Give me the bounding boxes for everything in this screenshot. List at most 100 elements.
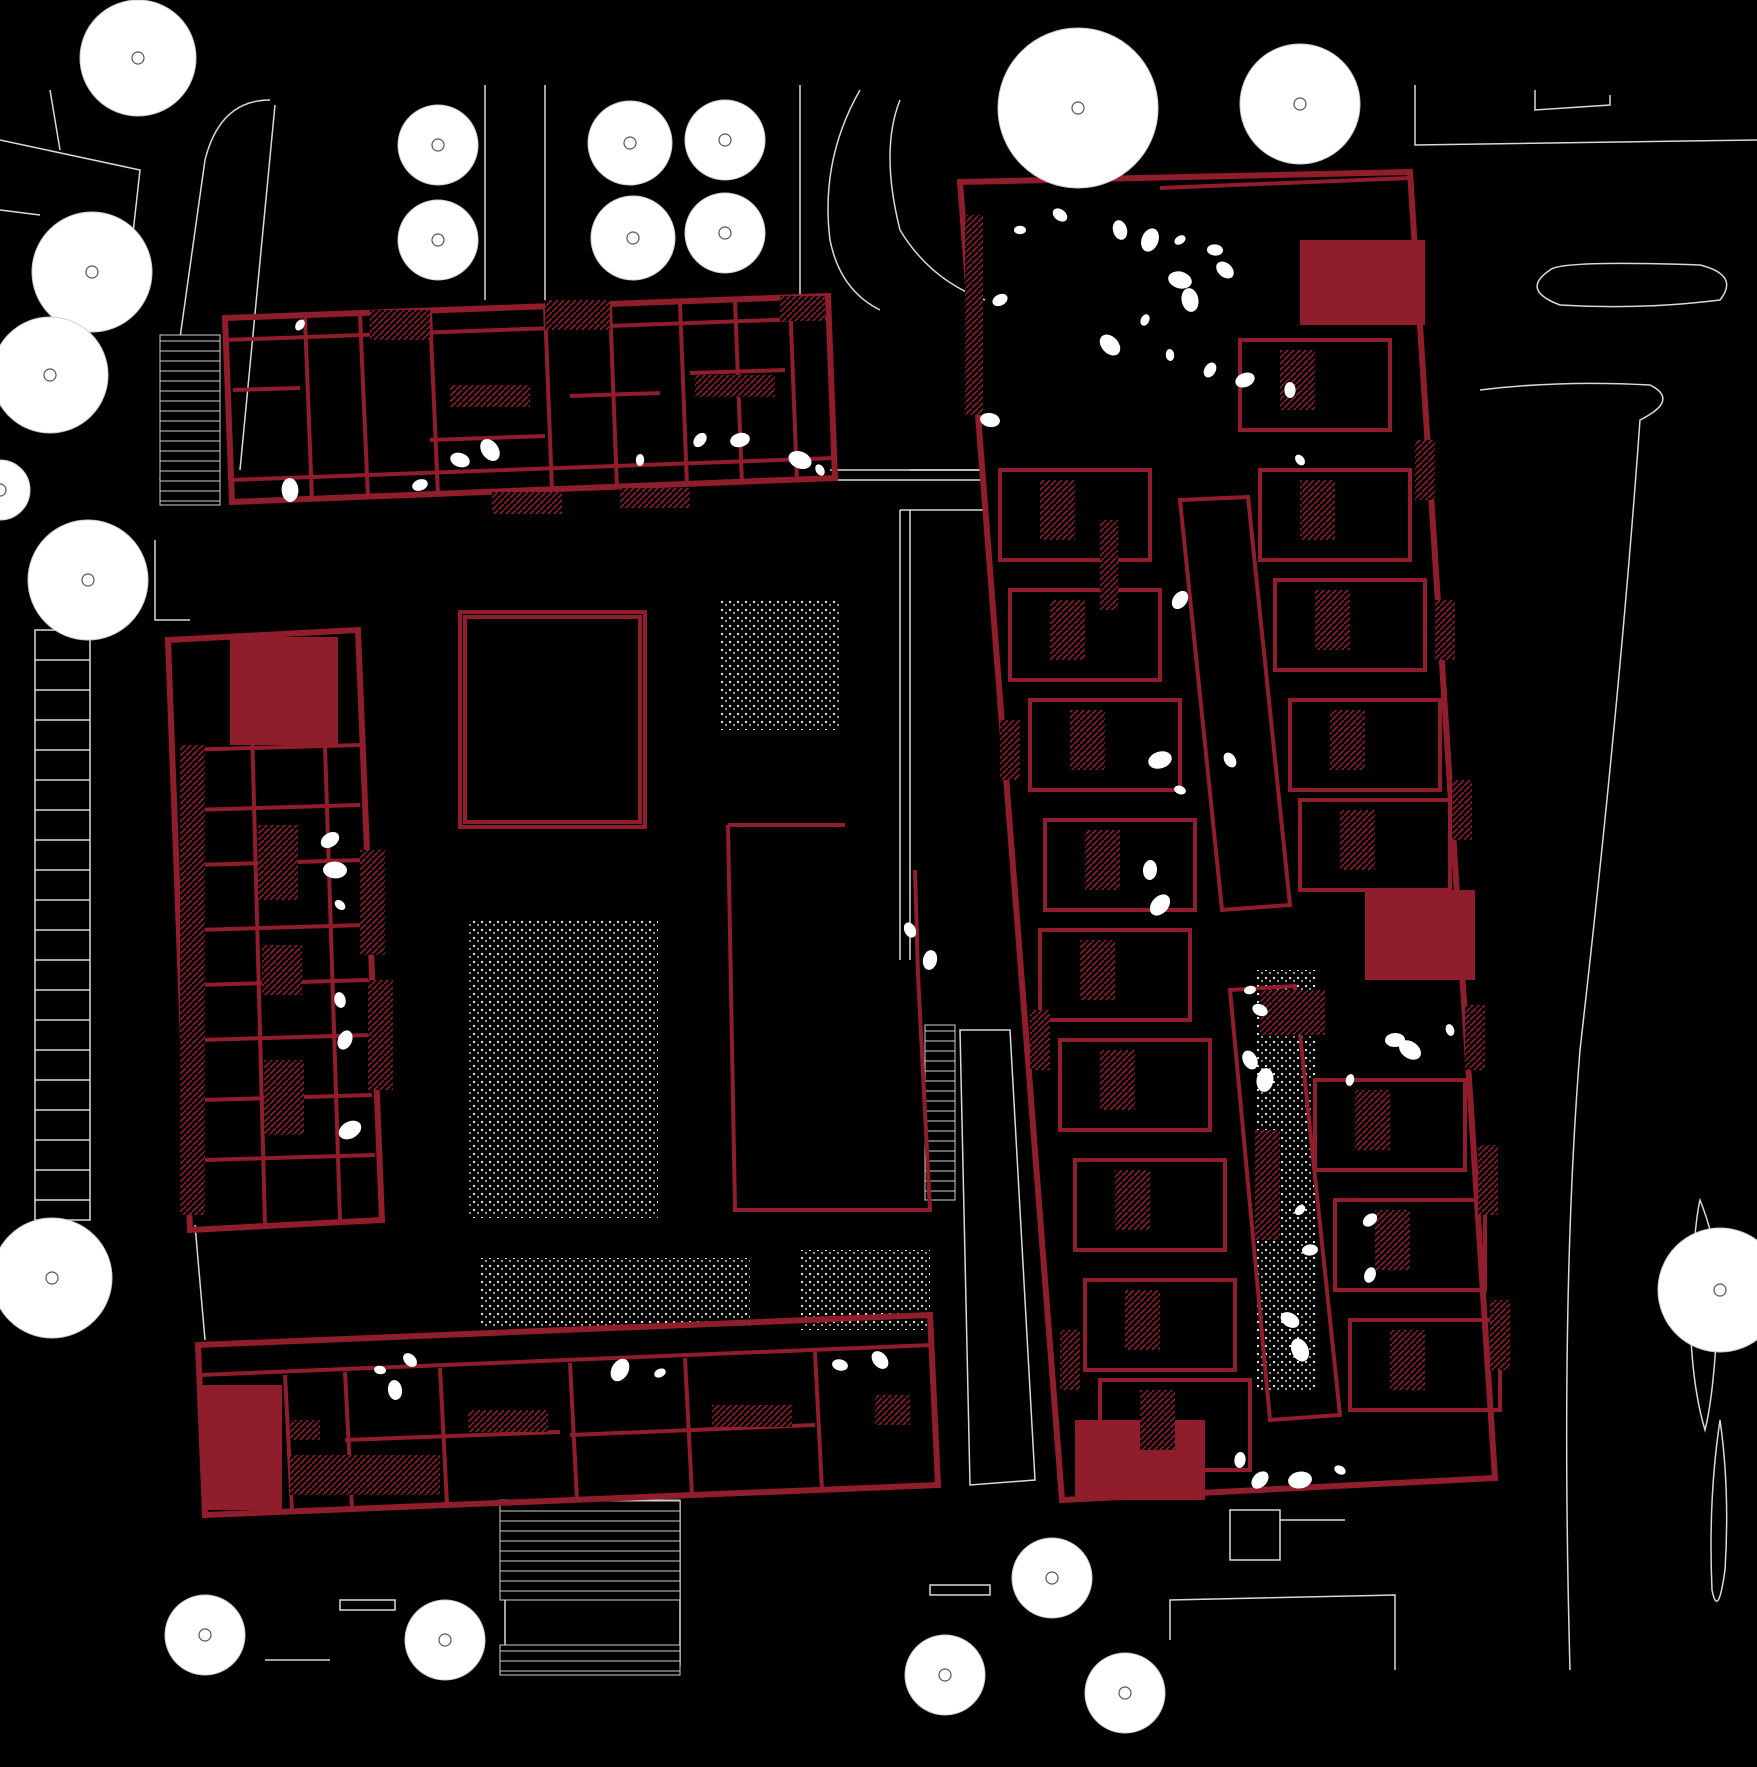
planting-icon bbox=[1234, 1452, 1246, 1468]
tree-icon bbox=[397, 104, 479, 186]
unit-module bbox=[998, 468, 1152, 562]
tree-icon bbox=[1011, 1537, 1093, 1619]
unit-module bbox=[1298, 798, 1452, 892]
tree-icon bbox=[587, 100, 673, 186]
tree-icon bbox=[684, 99, 766, 181]
tree-icon bbox=[904, 1634, 986, 1716]
tree-icon bbox=[590, 195, 676, 281]
unit-module bbox=[1273, 578, 1427, 672]
planting-icon bbox=[1235, 372, 1255, 388]
planting-icon bbox=[334, 992, 346, 1008]
stair-icon bbox=[159, 334, 956, 1676]
planting-icon bbox=[1302, 1244, 1318, 1256]
planting-icon bbox=[1399, 1040, 1421, 1060]
planting-icon bbox=[832, 1359, 848, 1371]
planting-icon bbox=[337, 1030, 353, 1050]
planting-icon bbox=[1364, 1267, 1376, 1283]
west-block bbox=[164, 626, 393, 1234]
planting-icon bbox=[730, 432, 750, 448]
unit-module bbox=[1313, 1078, 1467, 1172]
east-block bbox=[956, 168, 1510, 1504]
courtyard-outlines bbox=[458, 610, 933, 1212]
planting-icon bbox=[992, 293, 1008, 307]
tree-icon bbox=[27, 519, 149, 641]
planting-icon bbox=[1181, 288, 1199, 312]
planting-icon bbox=[1223, 752, 1237, 768]
planting-icon bbox=[1052, 208, 1068, 222]
planting-icon bbox=[1171, 590, 1189, 610]
planting-icon bbox=[788, 450, 812, 470]
tree-icon bbox=[404, 1599, 486, 1681]
planting-icon bbox=[903, 922, 917, 938]
unit-module bbox=[1288, 698, 1442, 792]
planting-icon bbox=[281, 478, 299, 502]
planting-icon bbox=[338, 1120, 362, 1140]
planting-icon bbox=[1142, 860, 1158, 880]
planting-icon bbox=[281, 208, 1455, 1489]
planting-icon bbox=[1148, 751, 1172, 769]
unit-module bbox=[1073, 1158, 1227, 1252]
unit-module bbox=[1258, 468, 1412, 562]
planting-icon bbox=[1284, 382, 1296, 398]
planting-icon bbox=[1216, 261, 1234, 279]
planting-icon bbox=[1288, 1471, 1312, 1489]
planting-icon bbox=[1251, 1471, 1269, 1489]
planting-icon bbox=[1445, 1024, 1455, 1036]
planting-icon bbox=[320, 831, 340, 849]
planting-icon bbox=[815, 464, 825, 476]
tree-icon bbox=[1657, 1227, 1757, 1353]
tree-icon bbox=[397, 199, 479, 281]
planting-icon bbox=[412, 479, 428, 491]
planting-icon bbox=[450, 452, 470, 468]
unit-module bbox=[1008, 588, 1162, 682]
planting-icon bbox=[334, 899, 346, 911]
planting-icon bbox=[1014, 225, 1026, 235]
unit-module bbox=[1058, 1038, 1212, 1132]
planting-icon bbox=[1203, 362, 1217, 378]
south-block bbox=[194, 1311, 942, 1519]
tree-icon bbox=[684, 192, 766, 274]
planting-icon bbox=[295, 319, 305, 331]
unit-module bbox=[1028, 698, 1182, 792]
planting-icon bbox=[323, 861, 347, 879]
planting-icon bbox=[1099, 334, 1121, 356]
planting-icon bbox=[1149, 894, 1171, 916]
tree-icon bbox=[997, 27, 1159, 189]
unit-module bbox=[1333, 1198, 1487, 1292]
planting-icon bbox=[374, 1365, 386, 1375]
planting-icon bbox=[1362, 1213, 1378, 1227]
planting-icon bbox=[1290, 1338, 1310, 1362]
planting-icon bbox=[1334, 1465, 1346, 1475]
unit-module bbox=[1083, 1278, 1237, 1372]
planting-icon bbox=[1112, 220, 1128, 240]
planting-icon bbox=[1174, 785, 1186, 795]
planting-icon bbox=[1244, 985, 1256, 995]
planting-icon bbox=[1174, 235, 1186, 245]
unit-module bbox=[1098, 1378, 1252, 1472]
planting-icon bbox=[387, 1380, 403, 1400]
planting-icon bbox=[1242, 1050, 1258, 1070]
planting-icon bbox=[871, 1351, 889, 1369]
tree-icon bbox=[0, 316, 109, 434]
planting-icon bbox=[1168, 271, 1192, 289]
planting-icon bbox=[922, 950, 938, 970]
planting-icon bbox=[1280, 1312, 1300, 1328]
planting-icon bbox=[1256, 1068, 1274, 1092]
planting-icon bbox=[693, 432, 707, 448]
planting-icon bbox=[1207, 244, 1223, 256]
planting-icon bbox=[1294, 1204, 1306, 1216]
planting-icon bbox=[610, 1358, 630, 1382]
unit-module bbox=[1038, 928, 1192, 1022]
planting-icon bbox=[654, 1368, 666, 1378]
planting-icon bbox=[635, 454, 645, 466]
planting-icon bbox=[1252, 1003, 1268, 1017]
unit-module bbox=[1043, 818, 1197, 912]
tree-icon bbox=[164, 1594, 246, 1676]
site-lines bbox=[0, 85, 1757, 1671]
tree-icon bbox=[1084, 1652, 1166, 1734]
tree-icon bbox=[0, 1217, 113, 1339]
tree-icon bbox=[0, 459, 31, 521]
planting-icon bbox=[980, 412, 1000, 428]
